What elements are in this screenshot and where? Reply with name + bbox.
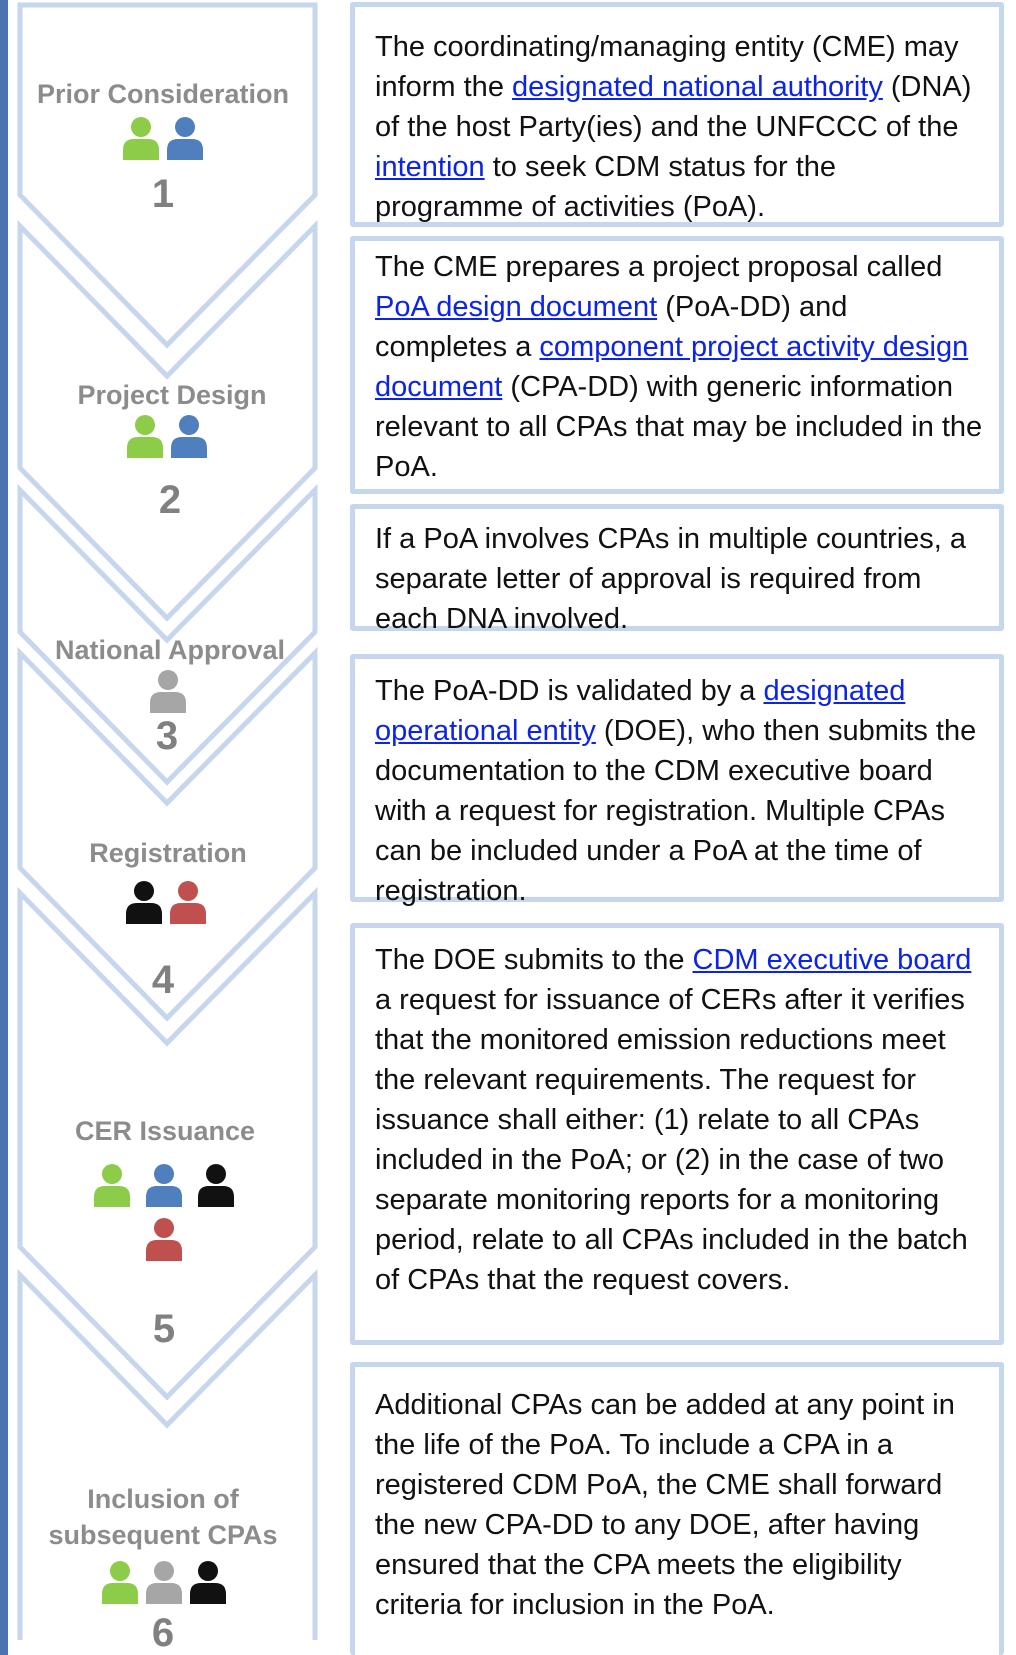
step-1-text-3: to seek CDM status for the programme of … (375, 151, 837, 223)
step-5-actors (14, 1163, 314, 1261)
chevron-step-1 (17, 2, 318, 349)
step-2-actors (17, 414, 317, 458)
step-1-text-2: (DNA) of the host Party(ies) and the UNF… (375, 71, 972, 143)
step-6-label-line-2: subsequent CPAs (48, 1520, 278, 1550)
step-6-label: Inclusion of subsequent CPAs (13, 1481, 313, 1553)
step-1-text-1: The coordinating/managing entity (CME) m… (375, 31, 959, 103)
chevron-step-3 (17, 483, 318, 786)
step-2-text-1: The CME prepares a project proposal call… (375, 251, 943, 283)
step-4-label: Registration (89, 838, 247, 868)
step-2-number: 2 (158, 478, 182, 522)
chevron-step-4 (17, 646, 318, 1022)
step-2-text-2: (PoA-DD) and completes a (375, 291, 848, 363)
chevron-step-2 (17, 219, 318, 622)
person-icon (127, 415, 163, 458)
person-icon (146, 1164, 182, 1207)
person-icon (126, 881, 162, 924)
step-4-actors (16, 880, 316, 924)
step-5-description: The DOE submits to the CDM executive boa… (350, 923, 1004, 1345)
intention-link[interactable]: intention (375, 151, 485, 183)
page-left-border (0, 0, 8, 1655)
step-1-label: Prior Consideration (36, 79, 290, 109)
process-chevrons (17, 2, 318, 1640)
person-icon (170, 881, 206, 924)
person-icon (190, 1561, 226, 1604)
person-icon (198, 1164, 234, 1207)
step-5-text-1: The DOE submits to the (375, 944, 693, 976)
person-icon (146, 1561, 182, 1604)
person-icon (123, 117, 159, 160)
chevron-step-6 (17, 1268, 318, 1640)
poa-design-document-link[interactable]: PoA design document (375, 291, 658, 323)
person-icon (171, 415, 207, 458)
person-icon (150, 670, 186, 713)
step-2-label: Project Design (77, 380, 267, 410)
step-3-number: 3 (155, 714, 179, 758)
step-3-description: If a PoA involves CPAs in multiple count… (350, 504, 1004, 635)
step-2-description: The CME prepares a project proposal call… (350, 236, 1004, 494)
step-6-actors (14, 1560, 314, 1604)
step-5-label: CER Issuance (74, 1116, 256, 1146)
step-6-label-line-1: Inclusion of (87, 1484, 239, 1514)
designated-operational-entity-link[interactable]: designated operational entity (375, 675, 906, 747)
component-project-activity-design-document-link[interactable]: component project activity design docume… (375, 331, 969, 403)
person-icon (167, 117, 203, 160)
person-icon (94, 1164, 130, 1207)
step-4-text-1: The PoA-DD is validated by a (375, 675, 764, 707)
step-3-text-1: If a PoA involves CPAs in multiple count… (375, 523, 967, 635)
step-5-number: 5 (152, 1307, 176, 1351)
person-icon (146, 1218, 182, 1261)
step-1-description: The coordinating/managing entity (CME) m… (350, 2, 1004, 227)
person-icon (102, 1561, 138, 1604)
step-6-description: Additional CPAs can be added at any poin… (350, 1362, 1004, 1655)
step-5-text-2: a request for issuance of CERs after it … (375, 984, 968, 1296)
chevron-step-5 (17, 886, 318, 1401)
step-6-text-1: Additional CPAs can be added at any poin… (375, 1389, 955, 1621)
step-2-text-3: (CPA-DD) with generic information releva… (375, 371, 983, 483)
step-6-number: 6 (151, 1611, 175, 1655)
step-1-actors (13, 116, 313, 160)
step-3-actors (18, 669, 318, 713)
step-3-label: National Approval (54, 635, 286, 665)
step-4-text-2: (DOE), who then submits the documentatio… (375, 715, 977, 907)
step-4-number: 4 (151, 958, 175, 1002)
step-4-description: The PoA-DD is validated by a designated … (350, 654, 1004, 907)
step-1-number: 1 (151, 172, 175, 216)
cdm-executive-board-link[interactable]: CDM executive board (692, 944, 972, 976)
designated-national-authority-link[interactable]: designated national authority (512, 71, 883, 103)
